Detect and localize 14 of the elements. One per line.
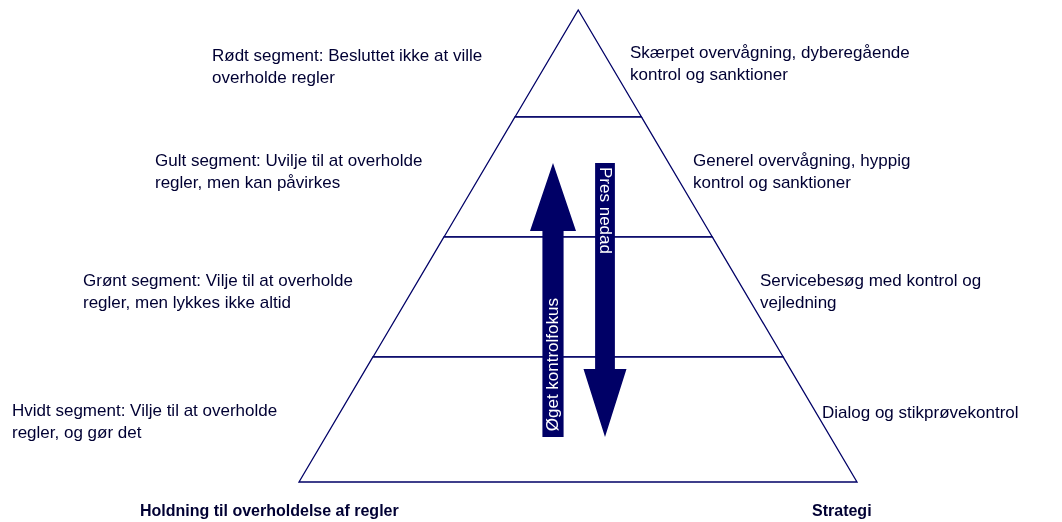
strategy-description: Generel overvågning, hyppig kontrol og sanktioner bbox=[693, 150, 912, 194]
strategy-description: Servicebesøg med kontrol og vejledning bbox=[760, 270, 983, 314]
edge-label: Øget kontrolfokus bbox=[543, 297, 563, 431]
column-heading: Strategi bbox=[812, 502, 872, 520]
attitude-description: Hvidt segment: Vilje til at overholde regler, og gør det bbox=[12, 400, 279, 444]
attitude-description: Grønt segment: Vilje til at overholde regler, men lykkes ikke altid bbox=[83, 270, 354, 314]
attitude-description: Gult segment: Uvilje til at overholde regler, men kan påvirkes bbox=[155, 150, 424, 194]
strategy-description: Dialog og stikprøvekontrol bbox=[822, 402, 1020, 424]
strategy-description: Skærpet overvågning, dyberegående kontrol og sanktioner bbox=[630, 42, 911, 86]
column-heading: Holdning til overholdelse af regler bbox=[140, 502, 399, 520]
edge-label: Pres nedad bbox=[595, 167, 615, 254]
block-arrow bbox=[530, 163, 576, 437]
attitude-description: Rødt segment: Besluttet ikke at ville overholde regler bbox=[212, 45, 484, 89]
block-arrow bbox=[583, 163, 627, 437]
